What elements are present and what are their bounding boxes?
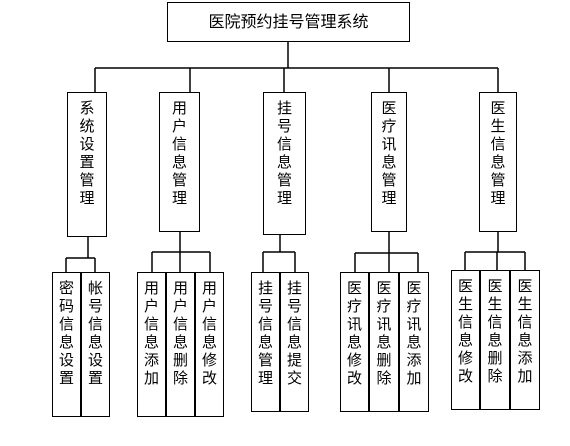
leaf-label: 医 疗 讯 息 修 改	[346, 279, 362, 387]
module-node-medical-news: 医 疗 讯 息 管 理	[371, 92, 407, 232]
leaf-label: 医 生 信 息 删 除	[487, 277, 503, 385]
leaf-node: 医 生 信 息 修 改	[451, 270, 480, 410]
leaf-label: 密 码 信 息 设 置	[58, 279, 74, 387]
module-label: 用 户 信 息 管 理	[171, 99, 187, 207]
leaf-label: 帐 号 信 息 设 置	[87, 279, 103, 387]
leaf-node: 医 生 信 息 添 加	[510, 270, 540, 410]
module-node-user-info: 用 户 信 息 管 理	[159, 92, 200, 232]
module-label: 医 生 信 息 管 理	[490, 99, 506, 207]
leaf-label: 医 生 信 息 修 改	[457, 277, 473, 385]
leaf-label: 挂 号 信 息 管 理	[257, 279, 273, 387]
leaf-node: 医 疗 讯 息 删 除	[369, 272, 399, 412]
module-label: 系 统 设 置 管 理	[79, 99, 95, 207]
leaf-node: 用 户 信 息 删 除	[166, 272, 195, 417]
leaf-label: 挂 号 信 息 提 交	[286, 279, 302, 387]
leaf-label: 用 户 信 息 删 除	[172, 279, 188, 387]
module-label: 医 疗 讯 息 管 理	[381, 99, 397, 207]
leaf-label: 医 疗 讯 息 删 除	[376, 279, 392, 387]
leaf-node: 用 户 信 息 添 加	[137, 272, 166, 417]
leaf-node: 密 码 信 息 设 置	[52, 272, 81, 417]
leaf-node: 用 户 信 息 修 改	[195, 272, 224, 417]
root-node: 医院预约挂号管理系统	[167, 2, 410, 42]
leaf-label: 用 户 信 息 修 改	[201, 279, 217, 387]
leaf-label: 用 户 信 息 添 加	[143, 279, 159, 387]
leaf-node: 医 疗 讯 息 添 加	[399, 272, 429, 412]
leaf-label: 医 疗 讯 息 添 加	[406, 279, 422, 387]
leaf-node: 挂 号 信 息 管 理	[251, 272, 280, 412]
module-node-system-settings: 系 统 设 置 管 理	[67, 92, 107, 237]
leaf-node: 医 生 信 息 删 除	[480, 270, 510, 410]
root-label: 医院预约挂号管理系统	[208, 12, 369, 31]
module-label: 挂 号 信 息 管 理	[276, 99, 292, 207]
leaf-label: 医 生 信 息 添 加	[517, 277, 533, 385]
leaf-node: 挂 号 信 息 提 交	[280, 272, 309, 412]
module-node-doctor-info: 医 生 信 息 管 理	[479, 92, 517, 232]
leaf-node: 医 疗 讯 息 修 改	[340, 272, 369, 412]
module-node-registration-info: 挂 号 信 息 管 理	[263, 92, 306, 235]
leaf-node: 帐 号 信 息 设 置	[81, 272, 110, 417]
